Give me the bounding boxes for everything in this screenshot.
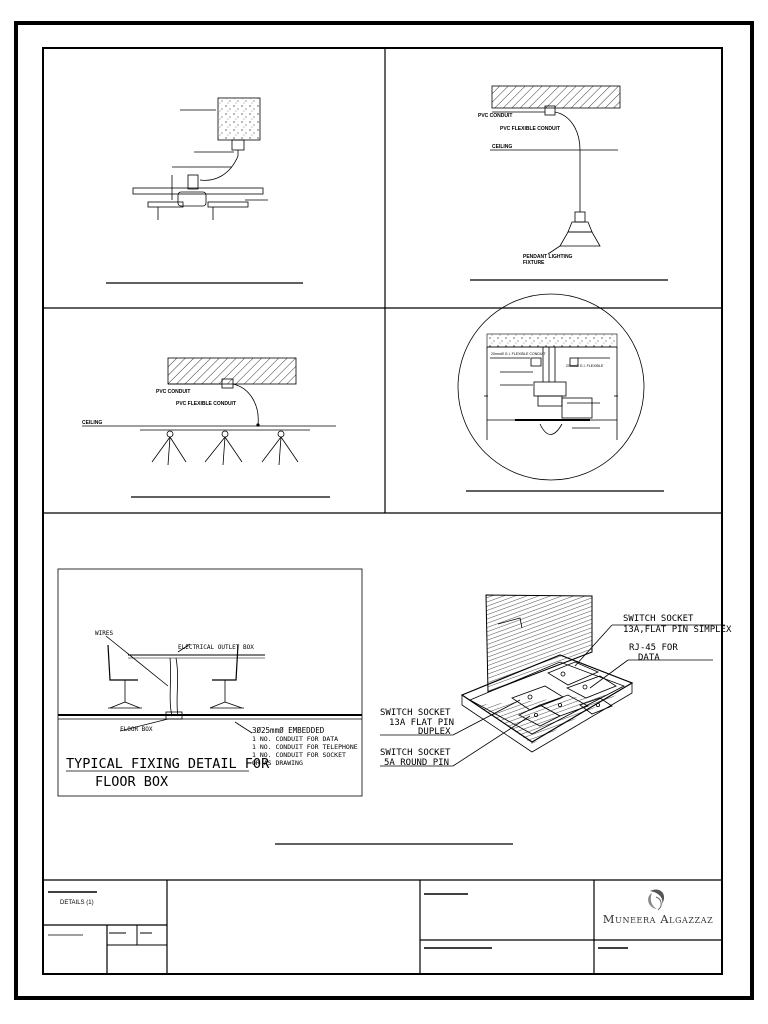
chair-right	[209, 644, 244, 709]
company-logo-icon	[648, 889, 665, 911]
label-switch-duplex-2: 13A FLAT PIN	[389, 718, 454, 728]
company-name: Muneera Algazzaz	[603, 912, 714, 926]
note-line-1: 3Ø25mmØ EMBEDDED	[252, 726, 325, 735]
label-floor-box: FLOOR BOX	[120, 726, 153, 733]
detail-ceiling-box	[106, 97, 303, 284]
section-title-line-1: TYPICAL FIXING DETAIL FOR	[66, 756, 270, 772]
outer-frame	[14, 21, 754, 1000]
label-gi-flexible: 20mmØ G.I. FLEXIBLE	[566, 364, 604, 368]
label-rj45: RJ-45 FOR	[629, 643, 678, 653]
spotlight-2	[204, 430, 243, 466]
label-pendant-fixture: PENDANT LIGHTING	[523, 254, 573, 260]
label-wires: WIRES	[95, 630, 113, 637]
section-title-line-2: FLOOR BOX	[95, 774, 168, 790]
label-switch-round: SWITCH SOCKET	[380, 748, 451, 758]
spotlight-1	[151, 430, 187, 466]
detail-floor-box-isometric: SWITCH SOCKET 13A,FLAT PIN SIMPLEX RJ-45…	[380, 594, 732, 768]
detail-enlarged-circle: 20mmØ G.I. FLEXIBLE CONDUIT 20mmØ G.I. F…	[457, 293, 664, 492]
label-pvc-conduit: PVC CONDUIT	[156, 389, 190, 395]
label-ceiling: CEILING	[492, 144, 512, 150]
label-pendant-fixture-2: FIXTURE	[523, 260, 545, 266]
label-electrical-outlet-box: ELECTRICAL OUTLET BOX	[178, 644, 254, 651]
spotlight-3	[261, 430, 299, 466]
label-pvc-flexible-conduit: PVC FLEXIBLE CONDUIT	[176, 401, 236, 407]
chair-left	[107, 644, 142, 709]
label-pvc-flexible-conduit: PVC FLEXIBLE CONDUIT	[500, 126, 560, 132]
inner-frame	[42, 47, 723, 975]
label-switch-round-2: 5A ROUND PIN	[384, 758, 449, 768]
note-line-3: 1 NO. CONDUIT FOR TELEPHONE	[252, 743, 358, 751]
note-line-5: OR AS DRAWING	[252, 759, 303, 767]
detail-pendant-lighting: PVC CONDUIT PVC FLEXIBLE CONDUIT CEILING…	[470, 85, 668, 281]
label-switch-simplex-2: 13A,FLAT PIN SIMPLEX	[623, 625, 732, 635]
label-rj45-2: DATA	[638, 653, 660, 663]
label-ceiling: CEILING	[82, 420, 102, 426]
note-line-4: 1 NO. CONDUIT FOR SOCKET	[252, 751, 346, 759]
label-pvc-conduit: PVC CONDUIT	[478, 113, 512, 119]
socket-plates	[511, 661, 617, 727]
label-switch-simplex: SWITCH SOCKET	[623, 614, 694, 624]
detail-floor-box-section: WIRES ELECTRICAL OUTLET BOX FLOOR BOX 3Ø…	[57, 568, 363, 797]
label-gi-flexible-conduit: 20mmØ G.I. FLEXIBLE CONDUIT	[491, 352, 547, 356]
title-block: DETAILS (1) Muneera Algazzaz	[43, 880, 722, 974]
label-switch-duplex-3: DUPLEX	[418, 727, 451, 737]
drawing-title: DETAILS (1)	[60, 900, 94, 906]
detail-ceiling-spotlights: PVC CONDUIT PVC FLEXIBLE CONDUIT CEILING	[82, 357, 336, 498]
label-switch-duplex: SWITCH SOCKET	[380, 708, 451, 718]
note-line-2: 1 NO. CONDUIT FOR DATA	[252, 735, 338, 743]
